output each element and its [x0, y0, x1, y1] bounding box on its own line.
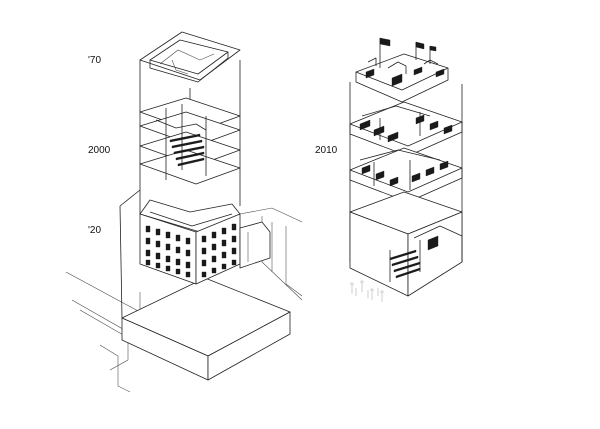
building-20	[139, 199, 271, 285]
floors-2000	[139, 97, 241, 185]
roof-flags	[379, 37, 437, 68]
left-tower-frame	[119, 60, 241, 319]
right-tower	[349, 37, 463, 302]
label-2010: 2010	[315, 145, 338, 156]
roof-70	[139, 31, 241, 83]
third-floor-partitions	[359, 149, 449, 190]
people-figures	[350, 280, 384, 302]
floor-2010-second	[349, 101, 463, 157]
label-20: '20	[88, 225, 102, 236]
stair-2010	[389, 240, 421, 282]
left-facade-windows	[145, 225, 191, 278]
left-base-block	[121, 277, 291, 381]
floor-2010-third	[349, 147, 463, 203]
roof-furniture	[365, 57, 445, 87]
right-facade-windows	[201, 223, 237, 278]
second-floor-partitions	[359, 105, 453, 143]
label-70: '70	[88, 55, 102, 66]
left-tower	[65, 31, 303, 393]
stair-2000	[169, 133, 205, 167]
floor-2010-ground	[349, 191, 463, 297]
label-2000: 2000	[88, 145, 111, 156]
floor-2010-top	[355, 37, 449, 103]
